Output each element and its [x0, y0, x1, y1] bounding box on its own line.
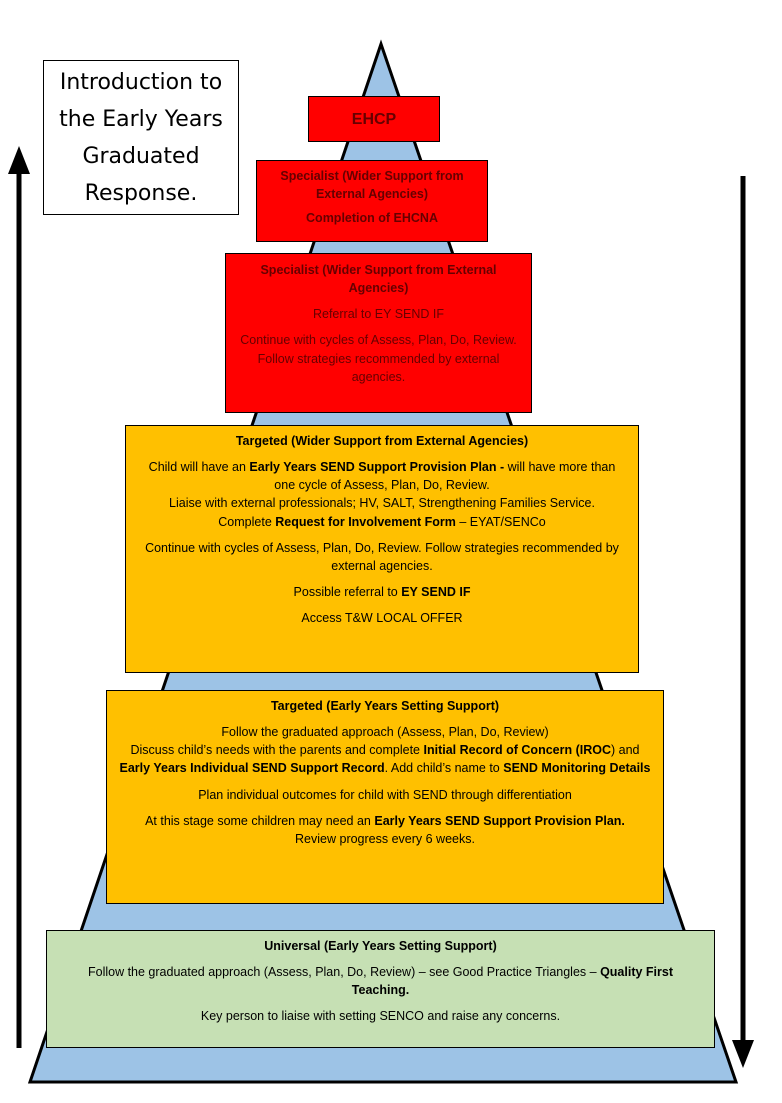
targeted-external-paragraph-1: Child will have an Early Years SEND Supp…	[140, 458, 624, 494]
form-name: Request for Involvement Form	[275, 514, 456, 529]
record-name: Early Years Individual SEND Support Reco…	[119, 761, 385, 776]
text: Child will have an	[148, 460, 250, 475]
targeted-setting-box: Targeted (Early Years Setting Support) F…	[106, 690, 664, 904]
text: ) and	[611, 743, 640, 758]
targeted-setting-paragraph-4: At this stage some children may need an …	[117, 812, 653, 830]
service-name: EY SEND IF	[401, 584, 471, 599]
plan-name: Early Years SEND Support Provision Plan …	[249, 460, 508, 475]
text: Follow the graduated approach (Assess, P…	[87, 965, 601, 980]
ehcp-box: EHCP	[308, 96, 440, 142]
text: – EYAT/SENCo	[455, 514, 546, 529]
specialist-ehcna-title: Specialist (Wider Support from External …	[280, 169, 464, 202]
targeted-external-paragraph-4: Continue with cycles of Assess, Plan, Do…	[145, 540, 619, 573]
record-name: Initial Record of Concern (IROC	[423, 743, 611, 758]
intro-line-3: Graduated	[82, 144, 200, 169]
quality-first-teaching: Quality First Teaching.	[351, 965, 673, 998]
targeted-setting-paragraph-1: Follow the graduated approach (Assess, P…	[221, 725, 549, 740]
intro-title-box: Introduction to the Early Years Graduate…	[43, 60, 239, 215]
down-arrow	[732, 176, 754, 1068]
text: Complete	[218, 514, 276, 529]
text: At this stage some children may need an	[145, 813, 375, 828]
targeted-external-paragraph-3: Complete Request for Involvement Form – …	[140, 513, 624, 531]
universal-paragraph-2: Key person to liaise with setting SENCO …	[200, 1009, 561, 1024]
plan-name: Early Years SEND Support Provision Plan.	[374, 813, 625, 828]
targeted-setting-paragraph-5: Review progress every 6 weeks.	[295, 831, 475, 846]
targeted-external-title: Targeted (Wider Support from External Ag…	[235, 434, 529, 448]
targeted-external-paragraph-6: Access T&W LOCAL OFFER	[301, 611, 463, 625]
universal-paragraph-1: Follow the graduated approach (Assess, P…	[61, 963, 700, 999]
intro-line-1: Introduction to	[59, 70, 223, 95]
targeted-external-paragraph-2: Liaise with external professionals; HV, …	[169, 496, 595, 511]
ehcp-label: EHCP	[351, 111, 397, 128]
text: Possible referral to	[293, 584, 402, 599]
targeted-setting-paragraph-3: Plan individual outcomes for child with …	[198, 787, 572, 802]
targeted-setting-title: Targeted (Early Years Setting Support)	[270, 699, 500, 713]
targeted-external-box: Targeted (Wider Support from External Ag…	[125, 425, 639, 673]
specialist-referral-continue: Continue with cycles of Assess, Plan, Do…	[240, 333, 517, 384]
text: will have more than one cycle of Assess,…	[274, 460, 616, 493]
specialist-referral-box: Specialist (Wider Support from External …	[225, 253, 532, 413]
text: . Add child’s name to	[384, 761, 504, 776]
specialist-ehcna-box: Specialist (Wider Support from External …	[256, 160, 488, 242]
specialist-referral-title: Specialist (Wider Support from External …	[260, 263, 497, 296]
text: Discuss child’s needs with the parents a…	[130, 743, 424, 758]
universal-box: Universal (Early Years Setting Support) …	[46, 930, 715, 1048]
document-name: SEND Monitoring Details	[503, 761, 651, 776]
intro-line-4: Response.	[84, 181, 198, 206]
universal-title: Universal (Early Years Setting Support)	[264, 939, 497, 953]
up-arrow	[8, 146, 30, 1048]
targeted-setting-paragraph-2: Discuss child’s needs with the parents a…	[117, 741, 653, 777]
intro-line-2: the Early Years	[59, 107, 223, 132]
specialist-referral-text: Referral to EY SEND IF	[312, 307, 445, 322]
specialist-ehcna-completion: Completion of EHCNA	[306, 211, 438, 226]
targeted-external-paragraph-5: Possible referral to EY SEND IF	[140, 583, 624, 601]
